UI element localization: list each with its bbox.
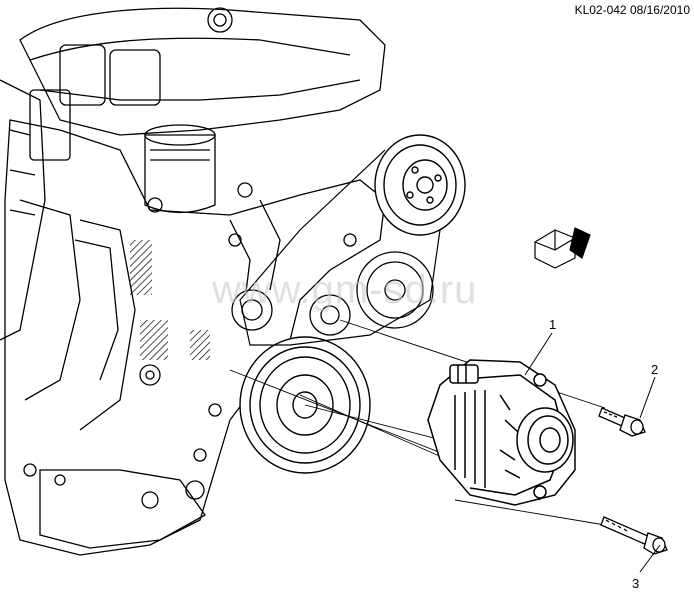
callout-2: 2 — [651, 362, 659, 377]
callout-3: 3 — [632, 576, 640, 591]
figure-code: KL02-042 08/16/2010 — [574, 3, 690, 17]
generator-upper-bolt — [598, 407, 646, 437]
power-steering-pulley — [374, 134, 466, 236]
drive-belt — [239, 149, 441, 346]
vehicle-front-icon — [534, 227, 591, 269]
leader-lines — [524, 332, 661, 573]
idler-pulley — [231, 251, 434, 336]
callout-1: 1 — [549, 317, 557, 332]
engine-block — [0, 7, 386, 556]
generator — [427, 359, 576, 506]
generator-lower-bolt — [600, 516, 668, 555]
watermark: www.gm-sd.ru — [212, 268, 478, 312]
